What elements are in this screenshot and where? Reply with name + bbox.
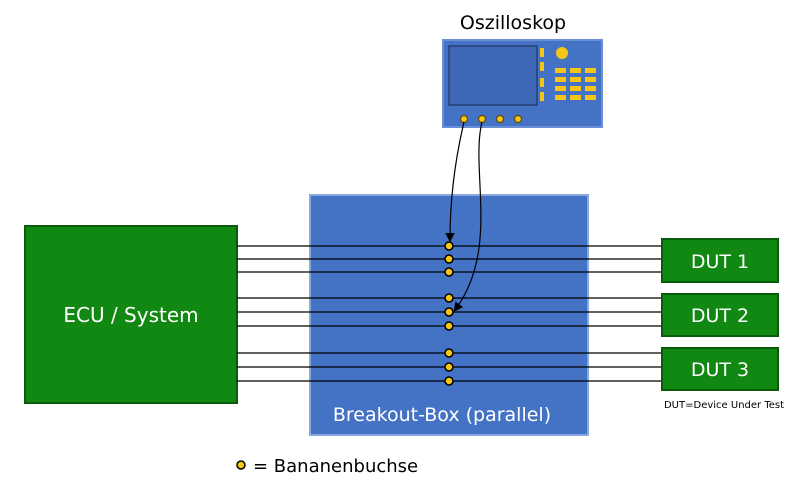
- dut-3: DUT 3: [661, 347, 779, 391]
- dut-note: DUT=Device Under Test: [664, 400, 784, 411]
- oscilloscope-screen: [448, 45, 538, 106]
- dut-2-label: DUT 2: [691, 305, 749, 327]
- oscilloscope: Oszilloskop: [442, 12, 603, 128]
- legend-label: = Bananenbuchse: [253, 456, 418, 477]
- oscilloscope-jacks: [459, 114, 523, 124]
- oscilloscope-controls: [540, 47, 596, 101]
- ecu-label: ECU / System: [63, 303, 198, 327]
- banana-jacks: [444, 241, 454, 386]
- dut-2: DUT 2: [661, 293, 779, 337]
- oscilloscope-label: Oszilloskop: [460, 12, 566, 34]
- probe-cables: [445, 121, 483, 312]
- dut-1-label: DUT 1: [691, 251, 749, 273]
- dut-1: DUT 1: [661, 238, 779, 283]
- breakout-box-label: Breakout-Box (parallel): [333, 404, 551, 426]
- ecu-box: [24, 225, 238, 404]
- dut-3-label: DUT 3: [691, 359, 749, 381]
- legend-jack-icon: [236, 460, 246, 470]
